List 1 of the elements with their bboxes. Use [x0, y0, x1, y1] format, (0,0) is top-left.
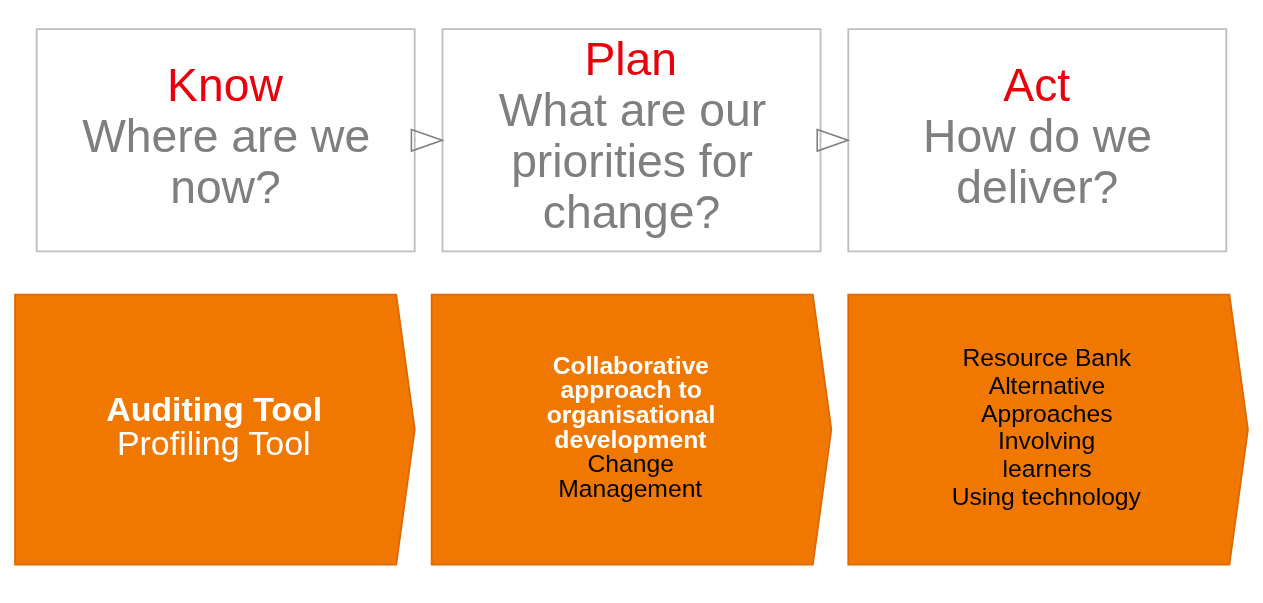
node-box: Act How do we deliver? [847, 28, 1228, 253]
